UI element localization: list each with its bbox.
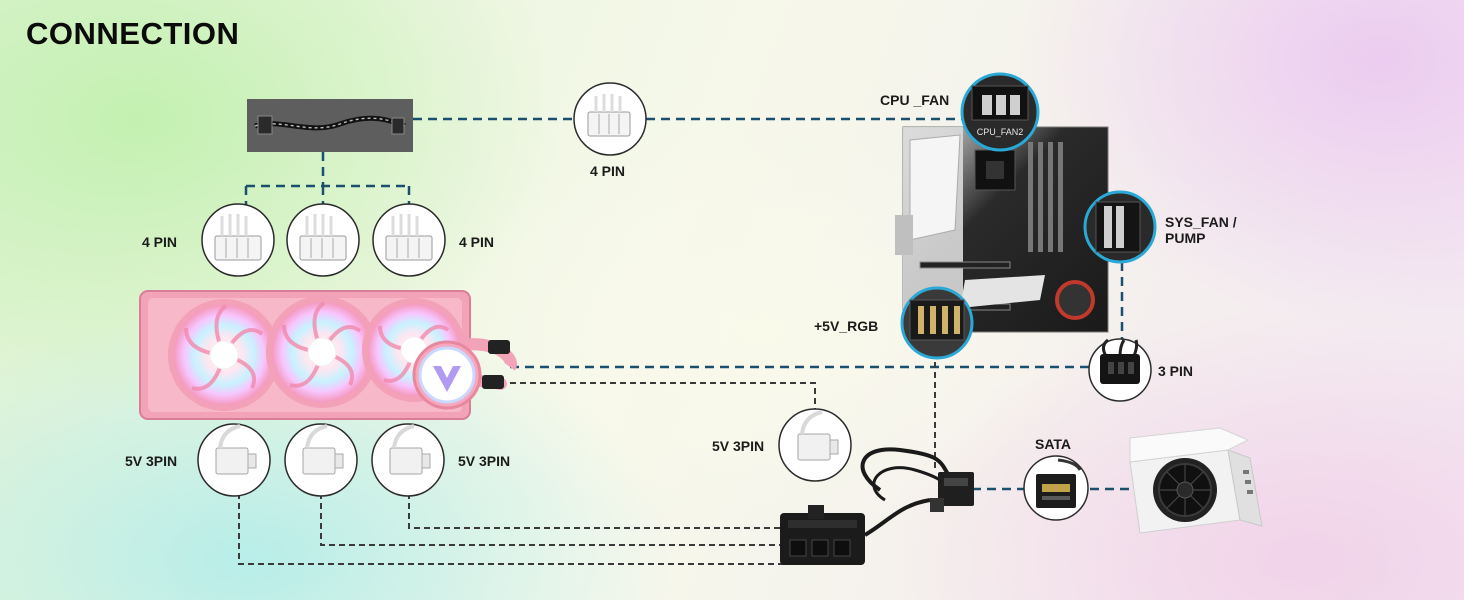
connector-3pin: [1088, 338, 1152, 402]
cpu-fan-silkscreen: CPU_FAN2: [977, 127, 1024, 137]
connector-5v-fan3: [371, 423, 445, 497]
callout-5v-rgb: [900, 286, 974, 360]
line-fan3-rgb: [408, 493, 790, 529]
label-fans-5v-right: 5V 3PIN: [458, 453, 511, 469]
connector-4pin-fan2: [286, 203, 360, 277]
callout-cpu-fan: CPU_FAN2: [960, 72, 1040, 152]
splitter-cable-image: [247, 99, 413, 152]
label-fans-4pin-left: 4 PIN: [142, 234, 178, 250]
aio-radiator-image: [139, 290, 517, 420]
connector-5v-fan2: [284, 423, 358, 497]
label-3pin: 3 PIN: [1158, 363, 1194, 379]
line-fan1-rgb: [238, 493, 820, 565]
connector-4pin-top: [573, 82, 647, 156]
pwm-lines: [244, 117, 1140, 491]
argb-hub-image: [780, 447, 974, 565]
connector-5v-hub: [778, 408, 852, 482]
connector-sata: [1023, 455, 1089, 521]
connector-4pin-fan3: [372, 203, 446, 277]
psu-image: [1129, 427, 1263, 534]
line-pump-rgb-to-hub-connector: [500, 382, 816, 411]
pump-head: [412, 340, 482, 410]
label-sys-fan: SYS_FAN / PUMP: [1165, 214, 1237, 246]
label-5v-rgb: +5V_RGB: [814, 318, 879, 334]
line-fan2-rgb: [320, 493, 790, 546]
label-fans-4pin-right: 4 PIN: [459, 234, 495, 250]
page-title: CONNECTION: [26, 16, 240, 51]
fan-2: [266, 296, 378, 408]
label-fans-5v-left: 5V 3PIN: [125, 453, 178, 469]
connector-4pin-fan1: [201, 203, 275, 277]
callout-sys-fan: [1083, 190, 1157, 264]
label-top-4pin: 4 PIN: [590, 163, 626, 179]
label-hub-5v: 5V 3PIN: [712, 438, 765, 454]
label-sata: SATA: [1035, 436, 1072, 452]
rgb-lines: [238, 352, 936, 565]
fan-1: [168, 299, 280, 411]
label-sys-fan-line1: SYS_FAN /: [1165, 214, 1237, 230]
label-sys-fan-line2: PUMP: [1165, 230, 1206, 246]
label-cpu-fan: CPU _FAN: [880, 92, 950, 108]
connector-5v-fan1: [197, 423, 271, 497]
